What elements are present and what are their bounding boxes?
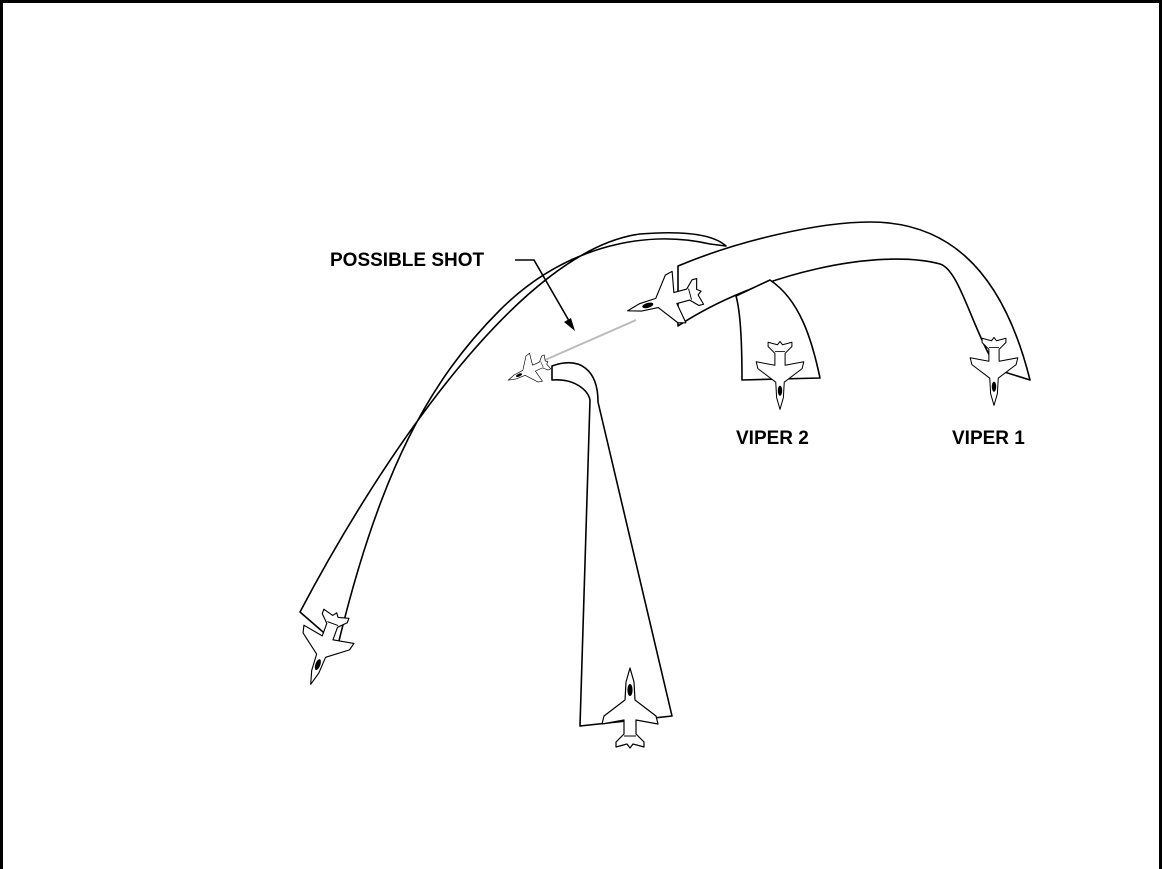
possible-shot-label: POSSIBLE SHOT xyxy=(330,250,485,271)
bandit-jet-lower-left xyxy=(285,603,363,694)
bandit-turn-trail xyxy=(299,231,727,646)
viper-1-label: VIPER 1 xyxy=(952,428,1025,449)
possible-shot-arrowhead xyxy=(564,318,575,331)
possible-shot-leader xyxy=(515,259,573,327)
possible-shot-line xyxy=(544,319,637,361)
viper-lead-trail xyxy=(677,221,1031,381)
bandit-jet-center xyxy=(501,347,555,395)
viper-2-label: VIPER 2 xyxy=(736,428,809,449)
center-climb-trail xyxy=(551,362,673,727)
